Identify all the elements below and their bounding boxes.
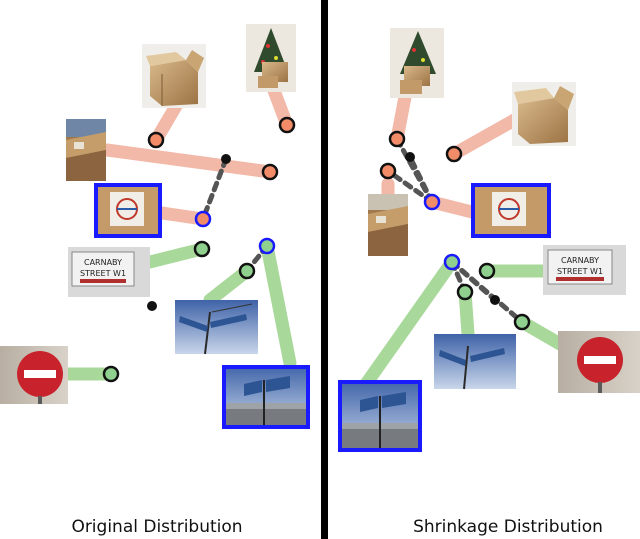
embedding-point (193, 240, 211, 258)
dashed-link (200, 156, 229, 222)
caption-shrinkage: Shrinkage Distribution (413, 517, 603, 537)
box-points (147, 116, 296, 181)
class-line (100, 143, 277, 179)
dashed-link (407, 154, 435, 205)
thumb-street-overpass-sign (222, 365, 310, 429)
thumb-cardboard-box (512, 82, 576, 146)
query-point (221, 154, 231, 164)
caption-original: Original Distribution (71, 517, 242, 537)
thumb-box-closeup (368, 194, 408, 256)
thumb-tree-box (390, 28, 444, 98)
embedding-point (456, 283, 474, 301)
class-line (260, 239, 297, 370)
embedding-point-highlighted (258, 237, 276, 255)
thumb-street-pole-sign (175, 300, 258, 355)
class-line (143, 242, 209, 269)
dashed-link (385, 168, 435, 205)
embedding-point (513, 313, 531, 331)
embedding-point (238, 262, 256, 280)
embedding-point (261, 163, 279, 181)
class-line (447, 111, 525, 161)
thumb-no-entry-sign (558, 331, 640, 393)
thumb-no-entry-sign (0, 346, 68, 404)
shrinkage-panel: CARNABY STREET W1 (338, 28, 640, 452)
panel-divider (321, 0, 328, 539)
box-points (379, 130, 463, 180)
dashed-link (449, 259, 525, 325)
original-panel: CARNABY STREET W1 (0, 24, 310, 429)
embedding-point-highlighted (443, 253, 461, 271)
svg-text:STREET W1: STREET W1 (557, 267, 603, 276)
embedding-point (478, 262, 496, 280)
thumb-tree-box (246, 24, 296, 92)
embedding-point (388, 130, 406, 148)
embedding-point (278, 116, 296, 134)
embedding-point (147, 131, 165, 149)
query-point (147, 301, 157, 311)
class-line (359, 255, 459, 391)
embedding-point (379, 162, 397, 180)
sign-points (456, 262, 531, 331)
thumb-box-label (471, 183, 551, 238)
svg-text:CARNABY: CARNABY (561, 256, 599, 265)
embedding-point-highlighted (423, 193, 441, 211)
embedding-point-highlighted (194, 210, 212, 228)
thumb-box-label (94, 183, 162, 238)
sign-points (102, 240, 256, 383)
thumb-box-closeup (66, 119, 106, 181)
embedding-point (445, 145, 463, 163)
thumb-street-overpass-sign (338, 380, 422, 452)
query-point (490, 295, 500, 305)
query-point (405, 152, 415, 162)
svg-text:CARNABY: CARNABY (84, 258, 122, 267)
thumb-street-name-sign: CARNABY STREET W1 (68, 247, 150, 297)
thumb-street-name-sign: CARNABY STREET W1 (543, 245, 626, 295)
thumb-cardboard-box (142, 44, 206, 108)
svg-text:STREET W1: STREET W1 (80, 269, 126, 278)
thumb-street-pole-sign (434, 334, 516, 390)
embedding-point (102, 365, 120, 383)
